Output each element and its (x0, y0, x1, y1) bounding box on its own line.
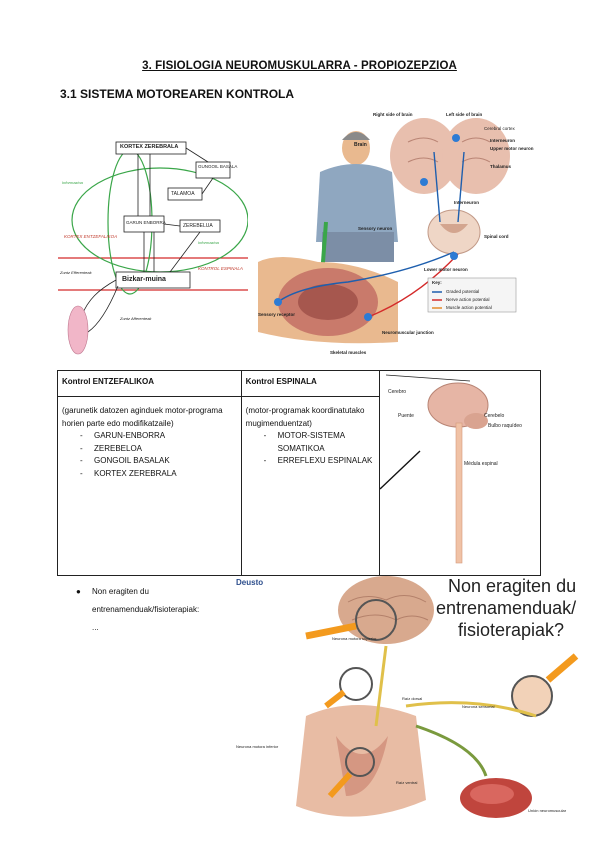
col1-cell: Kontrol ENTZEFALIKOA (garunetik datozen … (57, 370, 242, 576)
receptor-label: Sensory receptor (258, 312, 296, 317)
anatomy-figure: Right side of brain Left side of brain B… (258, 112, 534, 362)
efferent-label: Zuntz Efferenteak (60, 270, 92, 275)
nerve-label: Nerve action potential (446, 297, 490, 302)
bottom-title-2: entrenamenduak/ (436, 598, 577, 618)
upper-motor-label: Upper motor neuron (490, 146, 534, 151)
cerebelo-label: Cerebelo (484, 413, 505, 419)
col2-intro: (motor-programak koordinatutako mugimend… (245, 406, 365, 428)
bottom-title-3: fisioterapiak? (458, 620, 565, 640)
list-item: GONGOIL BASALAK (80, 455, 237, 468)
section-heading: 3.1 SISTEMA MOTOREAREN KONTROLA (60, 87, 295, 101)
spinal-label: Bizkar-muina (122, 276, 166, 283)
cns-svg (379, 374, 489, 564)
lower-motor-label: Lower motor neuron (424, 267, 468, 272)
thalamus-label: TALAMOA (171, 191, 195, 197)
brain-label: Brain (354, 142, 367, 148)
cerebro-label: Cerebro (388, 389, 407, 395)
col2-heading: Kontrol ESPINALA (245, 377, 317, 386)
info-label-2: Informazioa (198, 240, 219, 245)
col2-list: MOTOR-SISTEMA SOMATIKOA ERREFLEXU ESPINA… (246, 430, 375, 468)
schematic-svg (58, 141, 249, 355)
spinal-cord-label: Spinal cord (484, 234, 509, 239)
thalamus-label-right: Thalamus (490, 164, 512, 169)
bullet-text-1: Non eragiten du (92, 587, 149, 596)
skeletal-label: Skeletal muscles (330, 350, 367, 355)
puente-label: Puente (398, 413, 414, 419)
bullet-text-3: ... (92, 623, 99, 632)
bottom-label-6: Unión neuromuscular (528, 808, 567, 813)
trunk-label: GARUN ENBORRA (126, 220, 166, 225)
col1-list: GARUN-ENBORRA ZEREBELOA GONGOIL BASALAK … (62, 430, 237, 480)
bulbo-label: Bulbo raquídeo (488, 423, 522, 429)
deusto-logo: Deusto (236, 578, 264, 587)
bottom-svg (236, 576, 596, 830)
nmj-label: Neuromuscular junction (382, 330, 434, 335)
bullet-block: ● Non eragiten du entrenamenduak/fisioter… (76, 583, 236, 637)
muscle-label: Muscle action potential (446, 305, 492, 310)
motor-control-schematic: KORTEX ZEREBRALA GUNGOIL BASALA TALAMOA … (58, 140, 249, 362)
page-heading: 3. FISIOLOGIA NEUROMUSKULARRA - PROPIOZE… (142, 60, 457, 72)
bottom-label-1: Neurona motora superior (332, 636, 377, 641)
list-item: MOTOR-SISTEMA SOMATIKOA (264, 430, 375, 455)
col1-heading: Kontrol ENTZEFALIKOA (62, 377, 154, 386)
bottom-title-1: Non eragiten du (448, 576, 577, 596)
cns-figure: Cerebro Puente Cerebelo Bulbo raquídeo M… (379, 371, 540, 571)
col2-cell: Kontrol ESPINALA (motor-programak koordi… (240, 370, 381, 576)
left-side-label: Left side of brain (446, 112, 483, 117)
list-item: KORTEX ZEREBRALA (80, 468, 237, 481)
cortex-label: KORTEX ZEREBRALA (120, 144, 179, 150)
bottom-label-3: Raíz dorsal (402, 696, 423, 701)
right-side-label: Right side of brain (373, 112, 413, 117)
cortex-label-right: Cerebral cortex (484, 126, 515, 131)
list-item: ZEREBELOA (80, 443, 237, 456)
kontrol-esp-label: KONTROL ESPINALA (198, 266, 243, 271)
cerebellum-label: ZEREBELUA (183, 223, 213, 229)
bottom-illustration: Deusto Non eragiten du entrenamenduak/ f… (236, 576, 596, 830)
col1-intro: (garunetik datozen aginduek motor-progra… (62, 406, 223, 428)
bullet-text-2: entrenamenduak/fisioterapiak: (92, 605, 200, 614)
bottom-label-2: Neurona motora inferior (236, 744, 279, 749)
graded-label: Graded potential (446, 289, 480, 294)
info-label-1: Informazioa (62, 180, 83, 185)
anatomy-svg (258, 118, 517, 344)
interneuron2-label: Interneuron (454, 200, 480, 205)
interneuron-label: Interneuron (490, 138, 516, 143)
bullet-line-1: ● Non eragiten du (76, 583, 236, 601)
col3-cell: Cerebro Puente Cerebelo Bulbo raquídeo M… (379, 370, 541, 576)
medula-label: Médula espinal (464, 461, 498, 467)
list-item: ERREFLEXU ESPINALAK (264, 455, 375, 468)
list-item: GARUN-ENBORRA (80, 430, 237, 443)
bottom-label-5: Raíz ventral (396, 780, 418, 785)
afferent-label: Zuntz Afferenteak (120, 316, 152, 321)
bottom-label-4: Neurona sensorial (462, 704, 495, 709)
sensory-neuron-label: Sensory neuron (358, 226, 393, 231)
basal-label: GUNGOIL BASALA (198, 164, 238, 169)
control-table: Kontrol ENTZEFALIKOA (garunetik datozen … (57, 370, 541, 576)
bullet-dot: ● (76, 587, 81, 596)
kortex-entz-label: KORTEX ENTZEFALIKOA (64, 234, 118, 239)
key-label: Key: (432, 280, 442, 285)
